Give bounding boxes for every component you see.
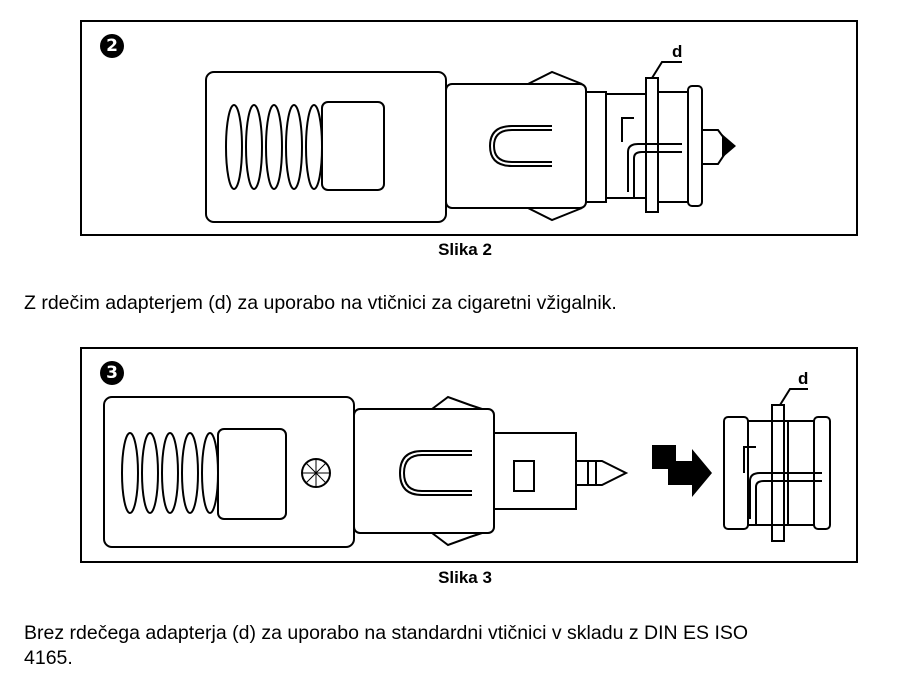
figure-2: 2 d bbox=[80, 20, 858, 236]
figure-2-caption: Slika 2 bbox=[438, 240, 492, 259]
paragraph-line-2: 4165. bbox=[24, 647, 73, 669]
plug-with-adapter-drawing bbox=[205, 61, 736, 223]
plug-without-adapter-drawing bbox=[103, 388, 831, 548]
adapter-label-d: d bbox=[798, 369, 809, 388]
adapter-label-d: d bbox=[672, 42, 683, 61]
direction-arrow-icon bbox=[652, 445, 712, 497]
figure-3: 3 d bbox=[80, 347, 858, 563]
paragraph-with-adapter: Z rdečim adapterjem (d) za uporabo na vt… bbox=[24, 292, 617, 314]
step-number-badge: 2 bbox=[100, 34, 124, 58]
step-number-badge: 3 bbox=[100, 361, 124, 385]
paragraph-line-1: Brez rdečega adapterja (d) za uporabo na… bbox=[24, 622, 749, 644]
paragraph-without-adapter: Brez rdečega adapterja (d) za uporabo na… bbox=[24, 621, 914, 671]
figure-3-caption: Slika 3 bbox=[438, 568, 492, 587]
